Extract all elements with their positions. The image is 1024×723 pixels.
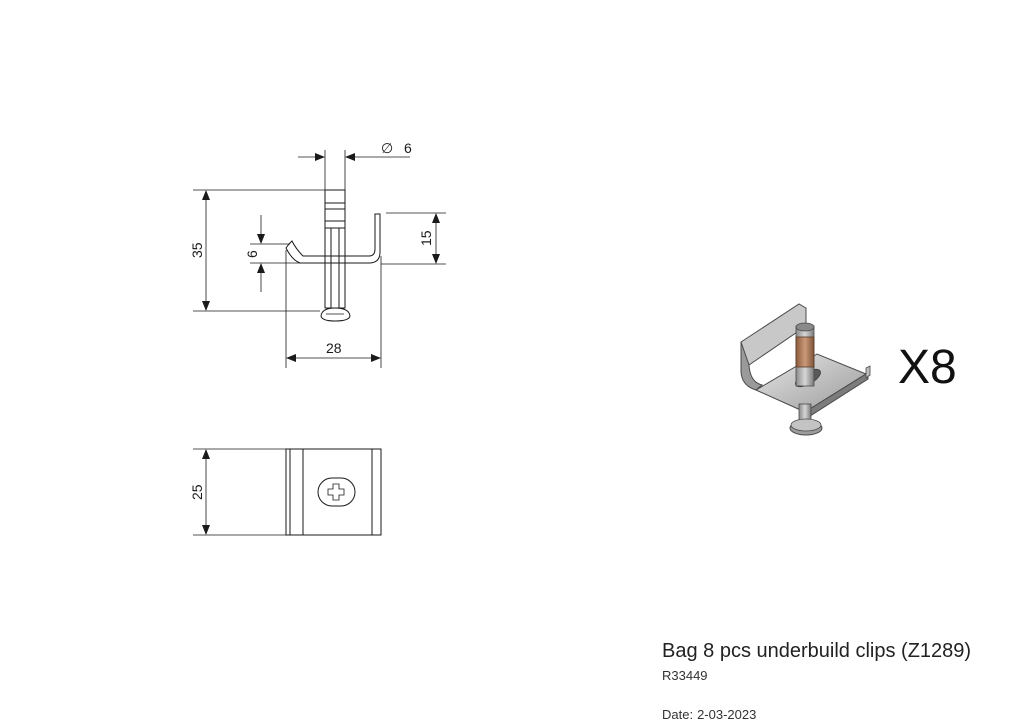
clip-3d-illustration: [740, 303, 871, 436]
clip-plate-outline: [285, 448, 382, 536]
dim-hook-height: [250, 215, 300, 292]
diameter-symbol: ∅: [381, 140, 393, 156]
date-value: 2-03-2023: [697, 707, 757, 722]
dim-total-height: [193, 189, 325, 312]
dim-diameter: [298, 150, 410, 190]
top-view: [285, 448, 382, 536]
pin-shaft: [324, 189, 346, 309]
date-label: Date:: [662, 707, 694, 722]
dim-width-value: 28: [326, 340, 342, 356]
dim-width: [285, 250, 382, 368]
front-view: [285, 189, 381, 322]
product-title: Bag 8 pcs underbuild clips (Z1289): [662, 640, 972, 662]
phillips-cross: [327, 483, 345, 501]
clip-sleeve: [795, 336, 815, 368]
pin-sleeve: [324, 202, 346, 229]
screw-head: [320, 307, 351, 322]
dim-depth-value: 25: [189, 484, 205, 500]
date-line: Date:2-03-2023: [662, 707, 760, 722]
dim-total-height-value: 35: [189, 242, 205, 258]
clip-bracket-profile: [285, 213, 381, 264]
screw-slot: [317, 477, 356, 507]
dim-clip-height: [381, 212, 446, 265]
dim-depth: [193, 448, 286, 536]
product-code: R33449: [662, 668, 708, 683]
dim-diameter-value: 6: [404, 140, 412, 156]
dim-hook-height-value: 6: [244, 250, 260, 258]
dim-clip-height-value: 15: [418, 230, 434, 246]
quantity-label: X8: [898, 341, 957, 394]
